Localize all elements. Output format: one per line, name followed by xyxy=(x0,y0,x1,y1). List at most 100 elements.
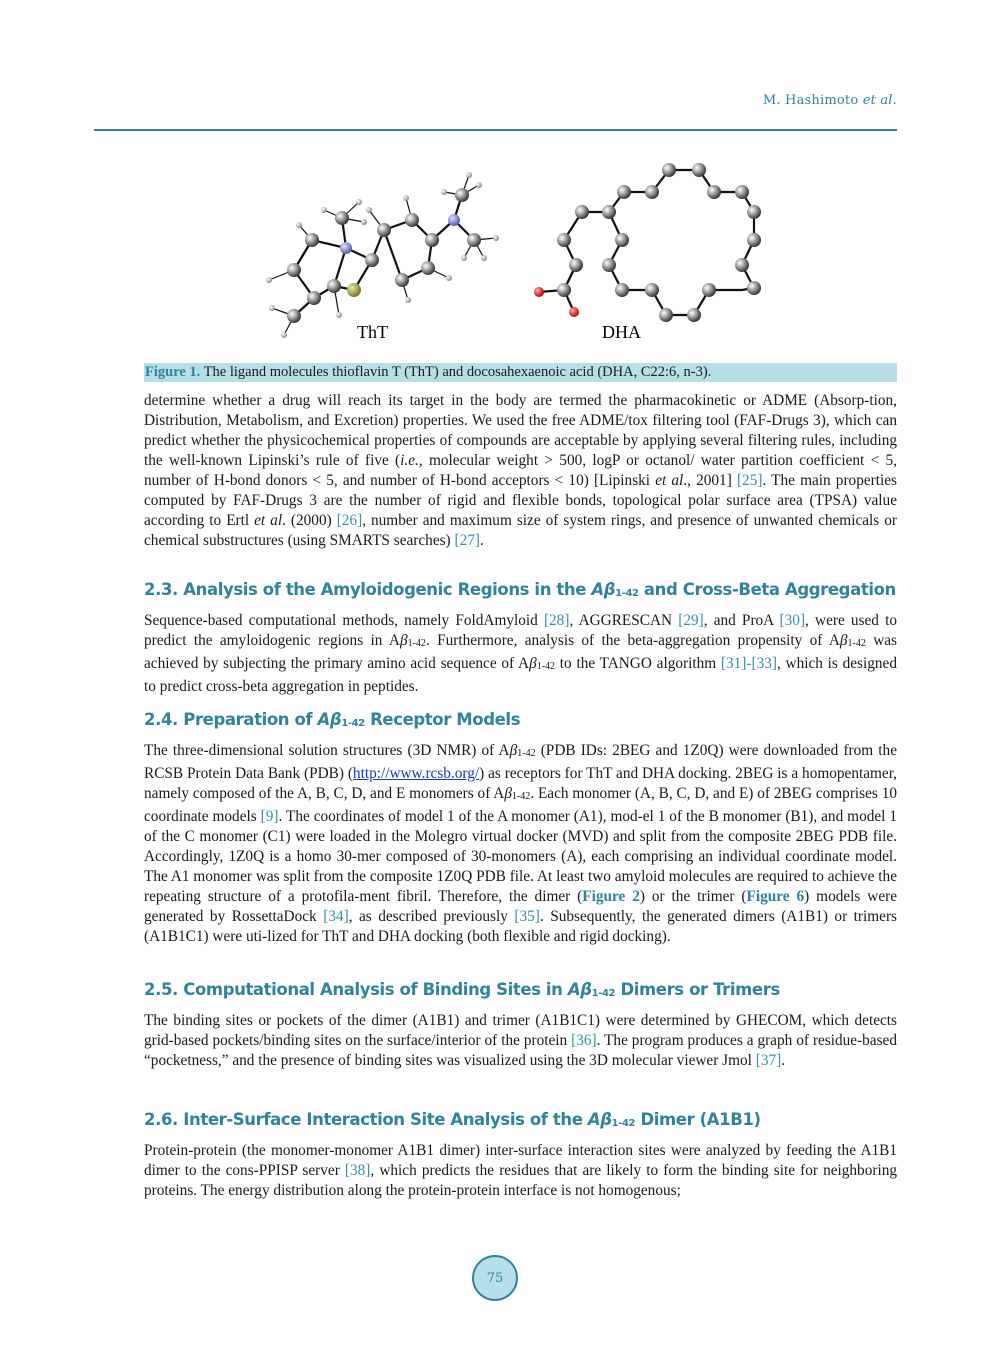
text-run: i.e. xyxy=(400,452,419,469)
text-run: Sequence-based computational methods, na… xyxy=(144,612,544,629)
beta-symbol: β xyxy=(839,632,848,649)
section-title: Analysis of the Amyloidogenic Regions in… xyxy=(177,580,592,599)
figure-caption: Figure 1. The ligand molecules thioflavi… xyxy=(144,363,897,382)
tht-label: ThT xyxy=(357,322,388,342)
section-title: Receptor Models xyxy=(364,710,521,729)
text-run: , AGGRESCAN xyxy=(569,612,679,629)
text-run: , as described previously xyxy=(348,908,515,925)
text-run: . xyxy=(479,532,484,549)
section-heading-2-5: 2.5. Computational Analysis of Binding S… xyxy=(144,980,780,999)
text-run: . (2000) xyxy=(282,512,337,529)
dha-label: DHA xyxy=(602,322,641,342)
citation-29[interactable]: [29] xyxy=(678,612,704,629)
paragraph-adme: determine whether a drug will reach its … xyxy=(144,391,897,551)
caption-text: The ligand molecules thioflavin T (ThT) … xyxy=(200,364,712,380)
abeta-symbol: Aβ xyxy=(317,710,342,729)
text-run: to the TANGO algorithm xyxy=(555,655,721,672)
text-run: ) or the trimer ( xyxy=(639,888,747,905)
section-title: Preparation of xyxy=(177,710,318,729)
section-number: 2.3. xyxy=(144,580,178,599)
figure-1-molecules: ThT DHA xyxy=(144,140,897,360)
abeta-symbol: Aβ xyxy=(587,1110,612,1129)
header-divider xyxy=(94,129,897,131)
citation-37[interactable]: [37] xyxy=(755,1052,782,1069)
citation-31-33[interactable]: [31]-[33] xyxy=(720,655,777,672)
text-run: , and ProA xyxy=(703,612,780,629)
paragraph-2-5: The binding sites or pockets of the dime… xyxy=(144,1011,897,1071)
figure-6-link[interactable]: Figure 6 xyxy=(746,888,805,905)
section-title: Inter-Surface Interaction Site Analysis … xyxy=(177,1110,588,1129)
beta-symbol: β xyxy=(529,655,537,672)
paragraph-2-6: Protein-protein (the monomer-monomer A1B… xyxy=(144,1141,897,1201)
text-run: , which is designed to predict cross-bet… xyxy=(144,655,897,695)
abeta-symbol: Aβ xyxy=(567,980,592,999)
citation-28[interactable]: [28] xyxy=(543,612,570,629)
citation-38[interactable]: [38] xyxy=(344,1162,371,1179)
section-heading-2-3: 2.3. Analysis of the Amyloidogenic Regio… xyxy=(144,580,896,599)
text-run: . Furthermore, analysis of the beta-aggr… xyxy=(425,632,840,649)
section-title: Computational Analysis of Binding Sites … xyxy=(177,980,568,999)
text-run: Protein-protein (the monomer-monomer A1B… xyxy=(144,1142,897,1179)
beta-symbol: β xyxy=(399,632,408,649)
text-run: The binding sites or pockets of the dime… xyxy=(144,1012,897,1049)
text-run: ) models were generated by RossettaDock xyxy=(144,888,897,925)
section-number: 2.5. xyxy=(144,980,178,999)
citation-26[interactable]: [26] xyxy=(336,512,363,529)
text-run: . The main properties computed by FAF-Dr… xyxy=(144,472,897,529)
subscript: 1-42 xyxy=(341,718,365,729)
citation-25[interactable]: [25] xyxy=(736,472,763,489)
text-run: et al xyxy=(254,512,283,529)
text-run: . The program produces a graph of residu… xyxy=(144,1032,897,1069)
author-suffix: et al. xyxy=(862,93,897,108)
text-run: (PDB IDs: 2BEG and 1Z0Q) were downloaded… xyxy=(144,742,897,782)
section-title: and Cross-Beta Aggregation xyxy=(638,580,896,599)
rcsb-link[interactable]: http://www.rcsb.org/ xyxy=(352,765,480,782)
page-number: 75 xyxy=(486,1270,504,1286)
citation-34[interactable]: [34] xyxy=(323,908,349,925)
text-run: , which predicts the residues that are l… xyxy=(144,1162,897,1199)
abeta-symbol: Aβ xyxy=(591,580,616,599)
subscript: 1-42 xyxy=(615,588,639,599)
section-number: 2.4. xyxy=(144,710,178,729)
subscript: 1-42 xyxy=(611,1118,636,1129)
subscript: 1-42 xyxy=(407,638,426,649)
dha-atoms: DHA xyxy=(534,163,761,342)
citation-27[interactable]: [27] xyxy=(454,532,480,549)
citation-35[interactable]: [35] xyxy=(514,908,540,925)
text-run: determine whether a drug will reach its … xyxy=(144,392,897,469)
subscript: 1-42 xyxy=(591,988,616,999)
citation-9[interactable]: [9] xyxy=(260,808,279,825)
text-run: . xyxy=(781,1052,786,1069)
text-run: . Subsequently, the generated dimers (A1… xyxy=(144,908,897,945)
figure-label: Figure 1. xyxy=(145,364,201,380)
text-run: was achieved by subjecting the primary a… xyxy=(144,632,898,672)
citation-30[interactable]: [30] xyxy=(779,612,806,629)
page-number-badge: 75 xyxy=(472,1255,518,1301)
text-run: , molecular weight > 500, logP or octano… xyxy=(144,452,897,489)
text-run: , number and maximum size of system ring… xyxy=(144,512,897,549)
figure-2-link[interactable]: Figure 2 xyxy=(582,888,640,905)
subscript: 1-42 xyxy=(536,661,556,672)
author-name: M. Hashimoto xyxy=(762,93,859,108)
text-run: The three-dimensional solution structure… xyxy=(144,742,510,759)
section-title: Dimers or Trimers xyxy=(615,980,780,999)
running-header-author: M. Hashimoto et al. xyxy=(763,93,897,108)
citation-36[interactable]: [36] xyxy=(571,1032,597,1049)
paragraph-2-4: The three-dimensional solution structure… xyxy=(144,741,897,947)
text-run: , were used to predict the amyloidogenic… xyxy=(144,612,897,649)
text-run: et al xyxy=(655,472,684,489)
section-heading-2-4: 2.4. Preparation of Aβ1-42 Receptor Mode… xyxy=(144,710,521,729)
section-number: 2.6. xyxy=(144,1110,178,1129)
beta-symbol: β xyxy=(504,785,512,802)
text-run: ., 2001] xyxy=(683,472,737,489)
beta-symbol: β xyxy=(509,742,518,759)
paragraph-2-3: Sequence-based computational methods, na… xyxy=(144,611,897,697)
section-title: Dimer (A1B1) xyxy=(635,1110,761,1129)
text-run: ) as receptors for ThT and DHA docking. … xyxy=(144,765,898,802)
subscript: 1-42 xyxy=(517,748,536,759)
subscript: 1-42 xyxy=(511,791,531,802)
section-heading-2-6: 2.6. Inter-Surface Interaction Site Anal… xyxy=(144,1110,761,1129)
subscript: 1-42 xyxy=(847,638,866,649)
tht-atoms: ThT xyxy=(266,172,499,342)
text-run: . The coordinates of model 1 of the A mo… xyxy=(144,808,897,905)
